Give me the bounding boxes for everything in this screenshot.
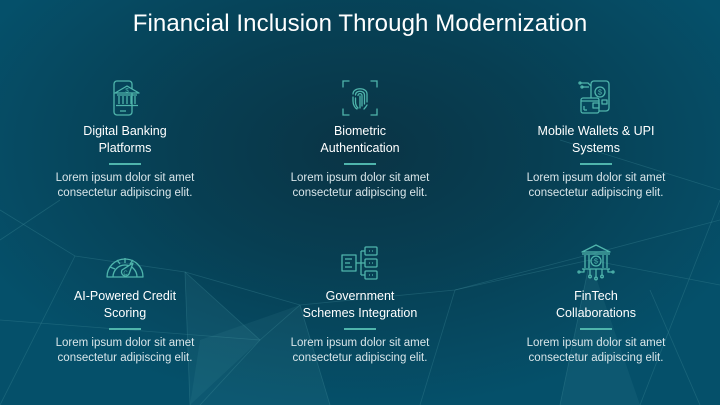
- heading-line: Digital Banking: [83, 124, 167, 138]
- svg-text:C: C: [123, 271, 128, 277]
- heading-line: Authentication: [320, 140, 400, 155]
- desc-line: consectetur adipiscing elit.: [528, 187, 664, 199]
- hierarchy-integration-icon: [341, 246, 378, 280]
- divider: [580, 163, 612, 165]
- svg-text:$: $: [594, 259, 598, 266]
- heading-line: AI-Powered Credit: [73, 289, 177, 303]
- desc-line: Lorem ipsum dolor sit amet: [526, 337, 666, 349]
- heading-line: Mobile Wallets & UPI: [537, 124, 655, 138]
- card-description: Lorem ipsum dolor sit amet consectetur a…: [260, 336, 460, 366]
- mobile-wallet-icon: $: [578, 80, 610, 114]
- divider: [109, 163, 141, 165]
- desc-line: consectetur adipiscing elit.: [57, 352, 193, 364]
- desc-line: Lorem ipsum dolor sit amet: [290, 172, 430, 184]
- card-heading: FinTech Collaborations: [496, 288, 696, 321]
- heading-line: Collaborations: [556, 305, 636, 320]
- card-biometric-authentication: Biometric Authentication Lorem ipsum dol…: [260, 78, 460, 201]
- card-fintech-collaborations: $ FinTech Collaborations Lorem ipsum dol…: [496, 243, 696, 366]
- desc-line: Lorem ipsum dolor sit amet: [55, 172, 195, 184]
- desc-line: consectetur adipiscing elit.: [292, 352, 428, 364]
- desc-line: Lorem ipsum dolor sit amet: [526, 172, 666, 184]
- divider: [109, 328, 141, 330]
- card-ai-credit-scoring: C AI-Powered Credit Scoring Lorem ipsum …: [25, 243, 225, 366]
- card-description: Lorem ipsum dolor sit amet consectetur a…: [496, 336, 696, 366]
- card-description: Lorem ipsum dolor sit amet consectetur a…: [496, 171, 696, 201]
- page-title: Financial Inclusion Through Modernizatio…: [132, 10, 588, 37]
- heading-line: Scoring: [103, 305, 147, 320]
- fintech-bank-network-icon: $: [577, 244, 615, 281]
- divider: [344, 163, 376, 165]
- desc-line: Lorem ipsum dolor sit amet: [55, 337, 195, 349]
- divider: [344, 328, 376, 330]
- heading-line: Biometric: [333, 124, 387, 138]
- card-heading: Government Schemes Integration: [260, 288, 460, 321]
- card-digital-banking: $ Digital Banking Platforms Lorem ipsum …: [25, 78, 225, 201]
- card-heading: AI-Powered Credit Scoring: [25, 288, 225, 321]
- svg-text:$: $: [598, 90, 602, 97]
- heading-line: Government: [325, 289, 395, 303]
- desc-line: consectetur adipiscing elit.: [57, 187, 193, 199]
- fingerprint-scan-icon: [342, 80, 378, 116]
- card-mobile-wallets-upi: $ Mobile Wallets & UPI Systems Lorem ips…: [496, 78, 696, 201]
- desc-line: consectetur adipiscing elit.: [292, 187, 428, 199]
- mobile-bank-icon: $: [113, 80, 140, 116]
- heading-line: Platforms: [98, 140, 152, 155]
- card-heading: Biometric Authentication: [260, 123, 460, 156]
- card-heading: Digital Banking Platforms: [25, 123, 225, 156]
- card-description: Lorem ipsum dolor sit amet consectetur a…: [25, 336, 225, 366]
- card-description: Lorem ipsum dolor sit amet consectetur a…: [25, 171, 225, 201]
- heading-line: Schemes Integration: [302, 305, 418, 320]
- svg-text:$: $: [125, 89, 129, 95]
- card-description: Lorem ipsum dolor sit amet consectetur a…: [260, 171, 460, 201]
- heading-line: Systems: [572, 140, 620, 155]
- desc-line: consectetur adipiscing elit.: [528, 352, 664, 364]
- heading-line: FinTech: [574, 289, 618, 303]
- divider: [580, 328, 612, 330]
- credit-gauge-icon: C: [106, 258, 144, 278]
- card-heading: Mobile Wallets & UPI Systems: [496, 123, 696, 156]
- card-government-schemes: Government Schemes Integration Lorem ips…: [260, 243, 460, 366]
- desc-line: Lorem ipsum dolor sit amet: [290, 337, 430, 349]
